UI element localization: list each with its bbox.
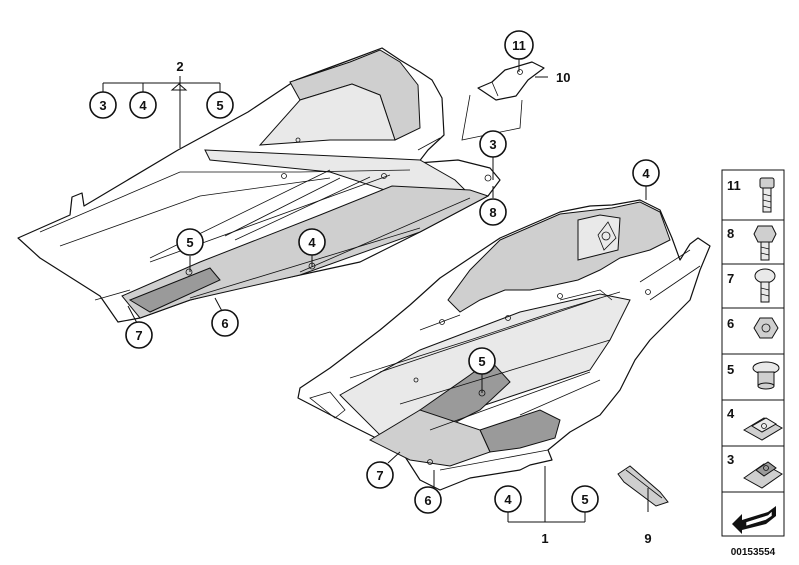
callout-4-left-label: 4	[308, 235, 316, 250]
callout-11: 11	[504, 30, 534, 60]
legend-row-3: 3	[721, 445, 785, 493]
callout-5-left: 5	[176, 228, 204, 256]
callout-6-bottom-label: 6	[424, 493, 431, 508]
bolt-washer-icon	[759, 177, 775, 213]
callout-4-bottom: 4	[494, 485, 522, 513]
callout-7-left-label: 7	[135, 328, 142, 343]
legend-row-8: 8	[721, 219, 785, 265]
fastener-legend: 11 8 7	[721, 169, 785, 558]
hex-nut-icon	[753, 317, 779, 339]
legend-row-11: 11	[721, 169, 785, 221]
group-2-label: 2	[176, 59, 183, 74]
clip-part-9	[617, 465, 669, 507]
left-arrow-icon	[732, 506, 776, 534]
legend-label-5: 5	[727, 362, 734, 377]
callout-3-mid: 3	[479, 130, 507, 158]
callout-7-bottom-label: 7	[376, 468, 383, 483]
callout-4-top-label: 4	[139, 98, 147, 113]
item-10-label: 10	[556, 70, 570, 85]
group-1-label: 1	[541, 531, 548, 546]
left-underbody-panel	[17, 47, 501, 323]
hex-bolt-icon	[753, 225, 777, 261]
callout-8-label: 8	[489, 205, 496, 220]
legend-label-4: 4	[727, 406, 735, 421]
callout-4-right: 4	[632, 159, 660, 187]
legend-label-8: 8	[727, 226, 734, 241]
callout-5-center: 5	[468, 347, 496, 375]
reference-number: 00153554	[731, 547, 776, 558]
callout-3-mid-label: 3	[489, 137, 496, 152]
callout-5-bottom: 5	[571, 485, 599, 513]
callout-7-bottom: 7	[366, 461, 394, 489]
legend-label-7: 7	[727, 271, 734, 286]
callout-5-bottom-label: 5	[581, 492, 588, 507]
legend-arrow-box	[721, 491, 785, 537]
callout-5-left-label: 5	[186, 235, 193, 250]
callout-7-left: 7	[125, 321, 153, 349]
clip-nut-variant-icon	[743, 461, 783, 489]
clip-nut-icon	[743, 417, 783, 441]
callout-4-right-label: 4	[642, 166, 650, 181]
bracket-part-10	[461, 61, 545, 141]
callout-6-bottom: 6	[414, 486, 442, 514]
callout-5-top: 5	[206, 91, 234, 119]
callout-6-left: 6	[211, 309, 239, 337]
callout-4-top: 4	[129, 91, 157, 119]
item-9-label: 9	[644, 531, 651, 546]
legend-label-11: 11	[727, 178, 741, 193]
callout-4-bottom-label: 4	[504, 492, 512, 507]
legend-label-6: 6	[727, 316, 734, 331]
plug-grommet-icon	[752, 361, 780, 390]
legend-row-6: 6	[721, 307, 785, 355]
legend-row-5: 5	[721, 353, 785, 401]
callout-8: 8	[479, 198, 507, 226]
legend-label-3: 3	[727, 452, 734, 467]
callout-6-left-label: 6	[221, 316, 228, 331]
round-bolt-icon	[754, 268, 776, 303]
callout-5-center-label: 5	[478, 354, 485, 369]
callout-11-label: 11	[512, 38, 526, 53]
callout-5-top-label: 5	[216, 98, 223, 113]
callout-4-left: 4	[298, 228, 326, 256]
leader-lines	[102, 58, 649, 523]
callout-3-top: 3	[89, 91, 117, 119]
callout-3-top-label: 3	[99, 98, 106, 113]
legend-row-4: 4	[721, 399, 785, 447]
legend-row-7: 7	[721, 263, 785, 309]
